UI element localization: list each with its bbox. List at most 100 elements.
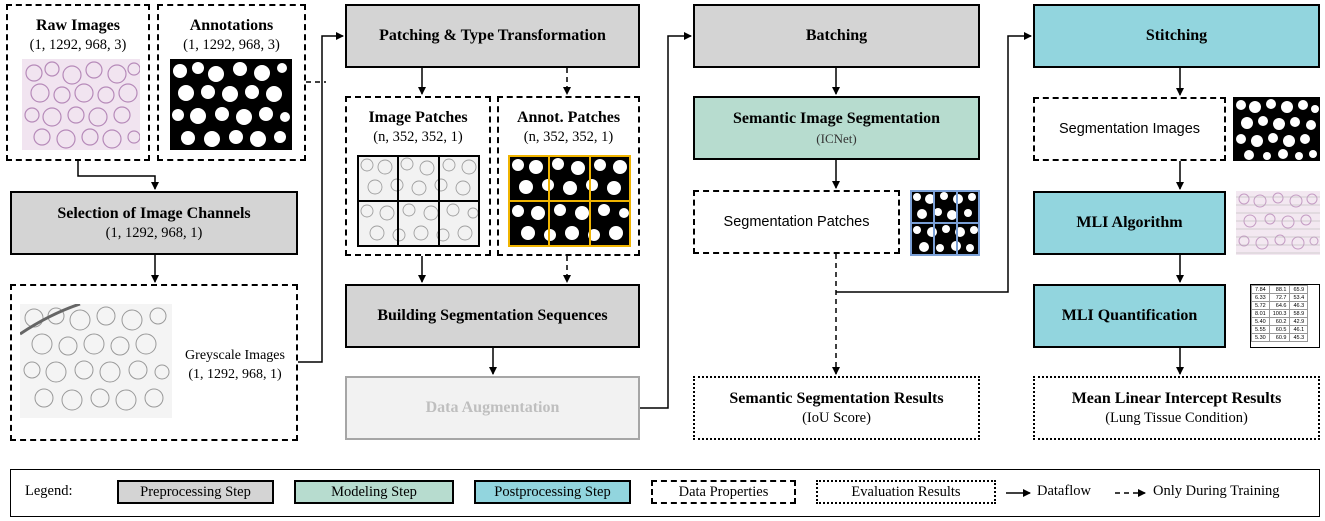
seg-images-title: Segmentation Images	[1058, 121, 1201, 137]
mli-table-cell: 64.6	[1268, 301, 1291, 310]
batching-box: Batching	[693, 4, 980, 68]
segmentation-image-thumbnail	[1233, 97, 1320, 161]
legend-evaluation-results: Evaluation Results	[816, 480, 996, 504]
image-patches-grid	[357, 155, 480, 247]
annotation-texture	[170, 59, 292, 150]
mli-table-cell: 60.9	[1268, 333, 1291, 342]
annotations-shape: (1, 1292, 968, 3)	[183, 37, 280, 53]
mli-table-cell: 45.3	[1289, 333, 1309, 342]
mean-linear-intercept-results-box: Mean Linear Intercept Results (Lung Tiss…	[1033, 376, 1320, 440]
mli-table-cell: 46.1	[1289, 325, 1309, 334]
mli-table-cell: 5.40	[1251, 317, 1270, 326]
raw-image-thumbnail	[22, 59, 141, 150]
mli-table-cell: 46.3	[1289, 301, 1309, 310]
mli-table-cell: 72.7	[1268, 293, 1291, 302]
legend-label: Legend:	[25, 483, 73, 499]
legend-training-label: Only During Training	[1153, 483, 1280, 499]
sem-results-subtitle: (IoU Score)	[802, 409, 871, 426]
annotations-title: Annotations	[189, 17, 274, 34]
mli-table-cell: 42.9	[1289, 317, 1309, 326]
mli-table-cell: 65.9	[1289, 285, 1309, 294]
mli-table-cell: 53.4	[1289, 293, 1309, 302]
semantic-segmentation-results-box: Semantic Segmentation Results (IoU Score…	[693, 376, 980, 440]
greyscale-texture	[19, 302, 172, 418]
augmentation-title: Data Augmentation	[425, 399, 560, 416]
mli-table-cell: 100.3	[1268, 309, 1291, 318]
image-patches-shape: (n, 352, 352, 1)	[373, 129, 463, 145]
legend-preprocessing-label: Preprocessing Step	[140, 483, 251, 500]
seg-patches-texture	[910, 190, 980, 256]
mli-results-subtitle: (Lung Tissue Condition)	[1105, 409, 1248, 426]
arrow-raw-to-selection	[77, 161, 159, 190]
semantic-image-segmentation-box: Semantic Image Segmentation (ICNet)	[693, 96, 980, 160]
semantic-title: Semantic Image Segmentation	[732, 109, 941, 127]
sem-results-title: Semantic Segmentation Results	[729, 389, 944, 407]
selection-of-image-channels-box: Selection of Image Channels (1, 1292, 96…	[10, 191, 298, 255]
batching-title: Batching	[805, 27, 868, 44]
building-segmentation-sequences-box: Building Segmentation Sequences	[345, 284, 640, 348]
annot-patches-shape: (n, 352, 352, 1)	[523, 129, 614, 145]
legend-data-properties: Data Properties	[651, 480, 796, 504]
annot-patches-texture	[508, 155, 631, 247]
raw-image-texture	[22, 59, 141, 150]
mli-table-cell: 8.01	[1251, 309, 1270, 318]
mli-algorithm-texture	[1236, 191, 1320, 255]
arrow-augmentation-to-batching	[640, 32, 692, 409]
legend-modeling: Modeling Step	[294, 480, 454, 504]
mli-algorithm-title: MLI Algorithm	[1076, 214, 1183, 231]
segmentation-patches-box: Segmentation Patches	[693, 190, 900, 254]
selection-shape: (1, 1292, 968, 1)	[105, 224, 203, 241]
mli-quant-title: MLI Quantification	[1061, 307, 1198, 324]
greyscale-title: Greyscale Images	[185, 348, 285, 363]
seg-patches-title: Segmentation Patches	[723, 214, 870, 230]
legend-dataflow-label: Dataflow	[1037, 483, 1091, 499]
mli-results-title: Mean Linear Intercept Results	[1071, 389, 1282, 407]
raw-images-shape: (1, 1292, 968, 3)	[29, 37, 127, 53]
annot-patches-grid	[508, 155, 631, 247]
legend-evaluation-label: Evaluation Results	[851, 483, 961, 500]
legend-preprocessing: Preprocessing Step	[117, 480, 274, 504]
mli-table-cell: 58.9	[1289, 309, 1309, 318]
mli-algorithm-box: MLI Algorithm	[1033, 191, 1226, 255]
stitching-title: Stitching	[1145, 27, 1208, 44]
patching-type-transformation-box: Patching & Type Transformation	[345, 4, 640, 68]
mli-table-cell: 5.55	[1251, 325, 1270, 334]
legend-postprocessing: Postprocessing Step	[474, 480, 631, 504]
segmentation-images-box: Segmentation Images	[1033, 97, 1226, 161]
legend-postprocessing-label: Postprocessing Step	[494, 483, 611, 500]
image-patches-title: Image Patches	[368, 109, 468, 126]
mli-quantification-box: MLI Quantification	[1033, 284, 1226, 348]
mli-table-cell: 7.84	[1251, 285, 1270, 294]
image-patches-texture	[357, 155, 480, 247]
stitching-box: Stitching	[1033, 4, 1320, 68]
mli-table-cell: 60.5	[1268, 325, 1291, 334]
mli-table-cell: 6.33	[1251, 293, 1270, 302]
greyscale-shape: (1, 1292, 968, 1)	[188, 367, 282, 382]
mli-table-cell: 60.2	[1268, 317, 1291, 326]
annot-patches-title: Annot. Patches	[516, 109, 621, 126]
segmentation-patches-grid	[910, 190, 980, 256]
data-augmentation-box: Data Augmentation	[345, 376, 640, 440]
patching-title: Patching & Type Transformation	[379, 27, 606, 44]
legend-modeling-label: Modeling Step	[331, 483, 417, 500]
legend-data-properties-label: Data Properties	[678, 483, 769, 500]
selection-title: Selection of Image Channels	[57, 204, 251, 222]
building-title: Building Segmentation Sequences	[377, 307, 608, 324]
mli-table-cell: 5.72	[1251, 301, 1270, 310]
semantic-subtitle: (ICNet)	[816, 130, 857, 146]
greyscale-thumbnail	[19, 302, 172, 418]
raw-images-title: Raw Images	[36, 17, 120, 34]
annotation-thumbnail	[170, 59, 292, 150]
mli-algorithm-thumbnail	[1236, 191, 1320, 255]
seg-image-texture	[1233, 97, 1320, 161]
legend-box	[10, 469, 1320, 517]
